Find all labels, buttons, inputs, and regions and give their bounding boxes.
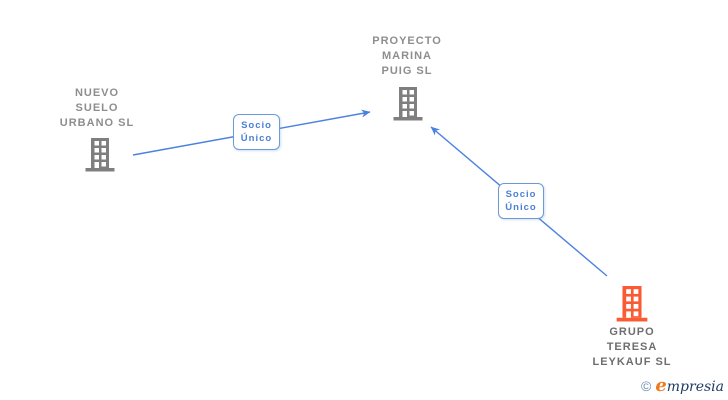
company-label-line: SUELO [75, 102, 119, 114]
company-label-line: PUIG SL [381, 65, 433, 77]
building-icon [615, 286, 649, 327]
building-icon [392, 87, 424, 126]
edge-label-line: Único [240, 133, 273, 144]
company-label-line: MARINA [382, 50, 432, 62]
company-label-line: PROYECTO [372, 35, 442, 47]
building-icon [84, 138, 116, 177]
company-label-line: TERESA [606, 341, 658, 353]
company-label: GRUPO TERESA LEYKAUF SL [567, 325, 697, 370]
empresia-watermark: © e mpresia [641, 375, 724, 396]
company-label: NUEVO SUELO URBANO SL [37, 86, 157, 131]
edge-label-line: Único [505, 202, 537, 213]
empresia-logo-text: mpresia [666, 379, 724, 395]
company-label-line: URBANO SL [59, 117, 135, 129]
edge-label-socio-unico: Socio Único [233, 114, 280, 150]
company-label-line: LEYKAUF SL [592, 356, 672, 368]
edge-label-socio-unico: Socio Único [498, 183, 544, 219]
company-label-line: GRUPO [609, 326, 655, 338]
edge-label-line: Socio [241, 120, 272, 131]
copyright-icon: © [640, 378, 652, 394]
edge-label-line: Socio [505, 189, 537, 200]
company-label: PROYECTO MARINA PUIG SL [337, 34, 477, 79]
company-label-line: NUEVO [74, 87, 120, 99]
empresia-logo-initial: e [655, 375, 667, 396]
